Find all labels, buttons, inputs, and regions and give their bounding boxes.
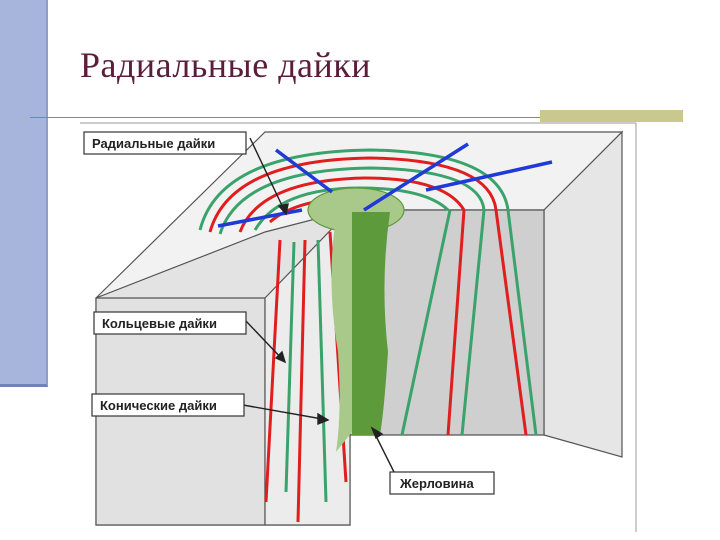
- title-divider-accent: [540, 110, 683, 122]
- side-accent-bar: [0, 0, 48, 387]
- label-radial-text: Радиальные дайки: [92, 136, 215, 151]
- label-conical-text: Конические дайки: [100, 398, 217, 413]
- label-vent: Жерловина: [390, 472, 494, 494]
- label-radial-dikes: Радиальные дайки: [84, 132, 246, 154]
- slide-title: Радиальные дайки: [80, 44, 371, 86]
- label-ring-text: Кольцевые дайки: [102, 316, 217, 331]
- dike-diagram: Радиальные дайки Кольцевые дайки Коничес…: [80, 122, 638, 532]
- label-ring-dikes: Кольцевые дайки: [94, 312, 246, 334]
- label-conical-dikes: Конические дайки: [92, 394, 244, 416]
- label-vent-text: Жерловина: [399, 476, 474, 491]
